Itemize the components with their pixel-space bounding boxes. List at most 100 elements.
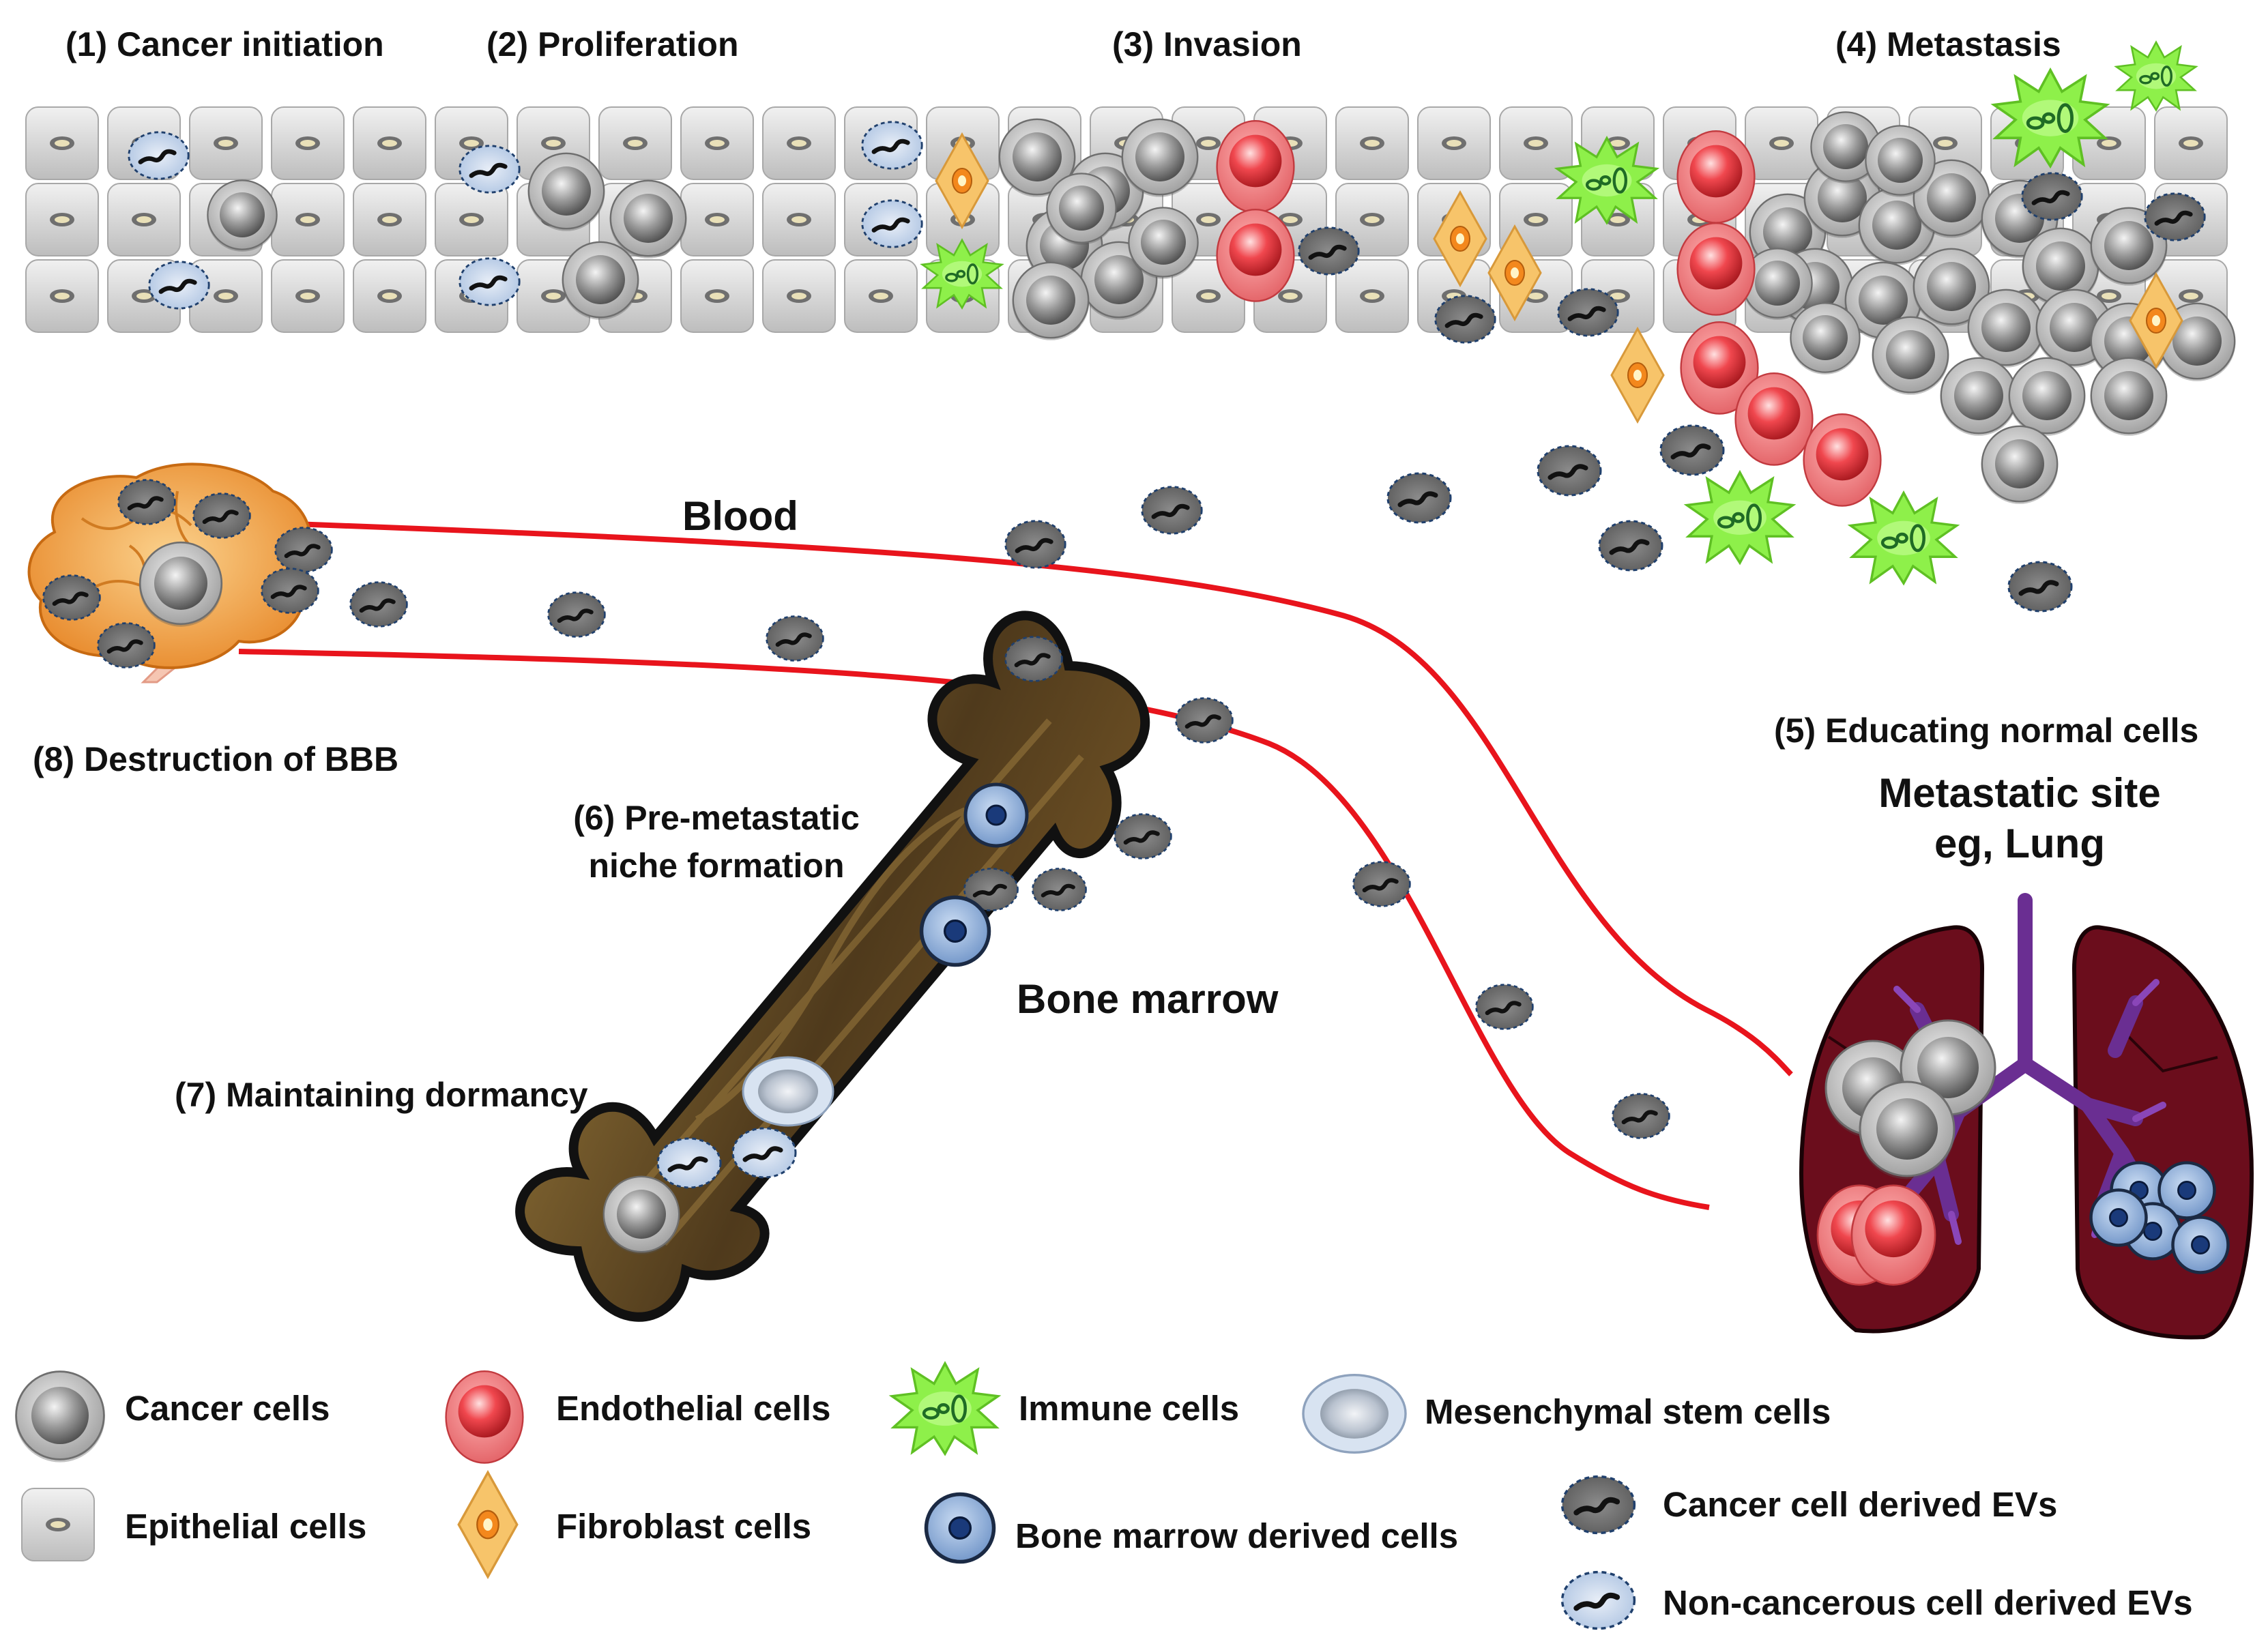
epithelial-cell xyxy=(761,106,837,181)
cancer-ev xyxy=(1354,862,1410,907)
metastatic-site-label: Metastatic site xyxy=(1878,770,2161,816)
legend-immune-cells: Immune cells xyxy=(1019,1389,1240,1428)
blood-vessel-upper-wall xyxy=(293,521,1793,1076)
cancer-ev xyxy=(767,617,824,661)
legend-epithelial-icon xyxy=(21,1488,95,1561)
cancer-cell xyxy=(1789,302,1861,376)
cancer-ev xyxy=(1599,521,1662,570)
legend-epithelial-cells: Epithelial cells xyxy=(125,1507,367,1546)
legend-mesenchymal-icon xyxy=(1302,1373,1407,1454)
cancer-cell xyxy=(1120,118,1200,198)
cancer-ev xyxy=(1558,289,1618,336)
cancer-ev xyxy=(1006,521,1065,568)
cancer-ev xyxy=(1006,637,1062,681)
cancer-cell xyxy=(138,541,224,628)
cancer-cell xyxy=(2007,357,2087,437)
epithelial-cell xyxy=(25,259,100,334)
cancer-cell xyxy=(1871,316,1950,396)
non-cancerous-ev xyxy=(862,201,922,247)
metastatic-site-example-label: eg, Lung xyxy=(1934,821,2105,866)
cancer-cell xyxy=(609,179,688,259)
step-1-cancer-initiation: (1) Cancer initiation xyxy=(66,25,384,63)
step-7-maintaining-dormancy: (7) Maintaining dormancy xyxy=(175,1076,588,1114)
cancer-ev xyxy=(98,623,155,668)
bone-marrow-derived-cell xyxy=(965,784,1027,846)
cancer-ev xyxy=(44,576,100,620)
legend-non-cancerous-cell-derived-evs: Non-cancerous cell derived EVs xyxy=(1663,1583,2193,1622)
cancer-cell xyxy=(1980,425,2059,505)
non-cancerous-ev xyxy=(862,122,922,168)
epithelial-cell xyxy=(270,106,345,181)
endothelial-cell xyxy=(1676,130,1756,224)
epithelial-cell xyxy=(680,106,755,181)
legend-fibroblast-cells: Fibroblast cells xyxy=(556,1507,812,1546)
cancer-cell xyxy=(602,1175,681,1256)
bone-marrow-derived-cell xyxy=(922,898,989,965)
cancer-cell xyxy=(2089,357,2168,437)
cancer-ev xyxy=(2145,194,2205,240)
cancer-ev xyxy=(549,593,605,637)
non-cancerous-ev xyxy=(658,1138,721,1188)
cancer-cell xyxy=(1939,357,2018,437)
cancer-ev xyxy=(1299,228,1358,274)
epithelial-cell xyxy=(352,182,427,257)
legend-endothelial-cells: Endothelial cells xyxy=(556,1389,831,1428)
epithelial-cell xyxy=(843,259,918,334)
epithelial-cell xyxy=(434,182,509,257)
cancer-cell xyxy=(1966,289,2046,368)
cancer-ev xyxy=(1388,473,1451,523)
legend-endothelial-icon xyxy=(445,1370,524,1464)
step-6-pre-metastatic-line1: (6) Pre-metastatic xyxy=(573,799,860,837)
cancer-cell xyxy=(1858,1081,1956,1180)
cancer-ev xyxy=(1477,985,1533,1029)
cancer-cell xyxy=(1127,207,1200,280)
bone-marrow-label: Bone marrow xyxy=(1017,976,1279,1022)
non-cancerous-ev xyxy=(460,259,519,305)
epithelial-cell xyxy=(680,259,755,334)
legend-cancer-ev-icon xyxy=(1562,1477,1635,1533)
non-cancerous-ev xyxy=(460,146,519,192)
epithelial-cell xyxy=(352,259,427,334)
epithelial-cell xyxy=(761,259,837,334)
legend-fibroblast-icon xyxy=(457,1471,519,1578)
cancer-ev xyxy=(351,583,407,627)
bone-marrow-derived-cell xyxy=(2173,1218,2228,1273)
epithelial-cell xyxy=(270,182,345,257)
legend-cancer-cell-derived-evs: Cancer cell derived EVs xyxy=(1663,1485,2058,1524)
epithelial-cell xyxy=(25,106,100,181)
epithelial-cell xyxy=(680,182,755,257)
cancer-ev xyxy=(1661,426,1724,475)
legend-immune-icon xyxy=(892,1364,998,1454)
epithelial-cell xyxy=(1416,106,1492,181)
endothelial-cell xyxy=(1803,413,1882,507)
epithelial-cell xyxy=(270,259,345,334)
step-3-invasion: (3) Invasion xyxy=(1112,25,1302,63)
epithelial-cell xyxy=(188,106,263,181)
cancer-ev xyxy=(1613,1094,1670,1138)
cancer-ev xyxy=(119,480,175,525)
cancer-ev xyxy=(2022,173,2082,220)
cancer-ev xyxy=(194,494,250,538)
non-cancerous-ev xyxy=(733,1128,796,1177)
cancer-ev xyxy=(1436,296,1495,342)
step-5-educating-normal-cells: (5) Educating normal cells xyxy=(1774,711,2199,750)
immune-cell xyxy=(1850,493,1956,584)
endothelial-cell xyxy=(1676,222,1756,316)
endothelial-cell xyxy=(1216,119,1295,214)
epithelial-cell xyxy=(2153,106,2228,181)
epithelial-cell xyxy=(598,106,673,181)
cancer-cell xyxy=(206,179,278,252)
step-2-proliferation: (2) Proliferation xyxy=(486,25,739,63)
epithelial-cell xyxy=(1744,106,1819,181)
cancer-cell xyxy=(1011,261,1090,341)
bone-marrow-derived-cell xyxy=(2091,1190,2147,1246)
legend-cancer-icon xyxy=(14,1370,106,1464)
cancer-cell xyxy=(1864,125,1936,198)
cancer-ev xyxy=(1032,868,1086,910)
epithelial-cell xyxy=(1335,106,1410,181)
cancer-cell xyxy=(561,241,640,321)
mesenchymal-stem-cell xyxy=(742,1056,834,1127)
blood-label: Blood xyxy=(682,493,798,539)
blood-vessel-lower-wall xyxy=(238,649,1710,1210)
